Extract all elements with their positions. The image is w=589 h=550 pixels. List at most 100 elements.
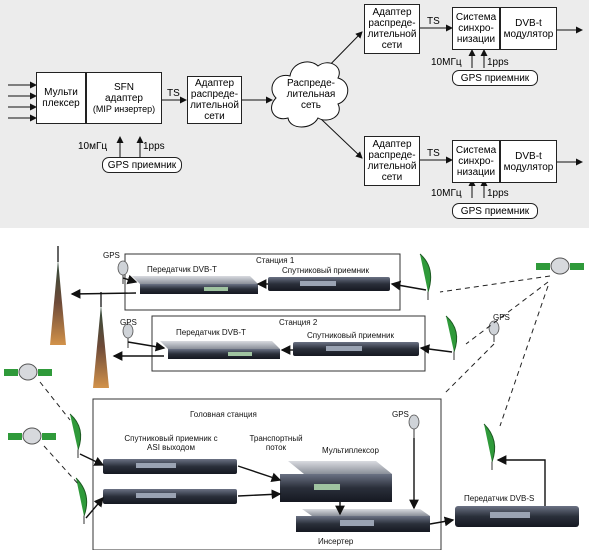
adapter-main-line4: сети <box>204 111 225 122</box>
sfn-label-line2: адаптер <box>105 92 143 104</box>
ts-label-top: TS <box>427 16 440 27</box>
adapter-main-line1: Адаптер <box>194 78 235 89</box>
sync-top-line3: низации <box>456 34 496 45</box>
arrow-gps-to-st1 <box>122 274 138 285</box>
ref-10mhz-main: 10мГц <box>78 141 108 152</box>
headend-gps-label: GPS <box>392 410 409 419</box>
sat-link-left-top <box>39 381 71 421</box>
network-cloud-label: Распреде- лительная сеть <box>284 78 338 111</box>
headend-asi-rx-label: Спутниковый приемник с ASI выходом <box>112 434 230 452</box>
adapter-bottom-line1: Адаптер <box>372 139 412 150</box>
transport-line1: Транспортный <box>249 434 303 443</box>
sync-top-line1: Система <box>455 12 497 23</box>
arrow-dish-to-st2 <box>419 344 453 354</box>
sfn-label-line3: (MIP инзертер) <box>92 103 156 114</box>
headend-sat-receiver-asi-device <box>103 459 237 474</box>
sat-link-station2 <box>465 281 549 345</box>
sat-link-station1 <box>439 275 551 293</box>
dish-headend-top-icon <box>69 413 82 458</box>
dish-station2-icon <box>445 315 458 360</box>
dvbs-transmitter-device <box>455 506 579 527</box>
sfn-label-line1: SFN <box>113 81 134 93</box>
ref-10mhz-top: 10МГц <box>431 57 462 68</box>
gps-antenna-right-icon <box>488 320 500 342</box>
sat-link-left-bottom <box>43 445 81 487</box>
headend-sat-receiver-device <box>103 489 237 504</box>
gps-label-right: GPS <box>493 313 510 322</box>
multiplexer-device <box>280 461 392 502</box>
inserter-device <box>296 509 430 532</box>
station2-sat-receiver-label: Спутниковый приемник <box>307 331 394 340</box>
tower-left-icon <box>50 246 66 345</box>
pps-bottom: 1pps <box>487 188 509 199</box>
station2-sat-receiver-device <box>293 342 419 356</box>
satellite-right-icon <box>536 257 584 275</box>
headend-gps-antenna-icon <box>408 414 420 438</box>
station2-gps-antenna-icon <box>122 323 134 348</box>
adapter-top-line2: распреде- <box>368 18 416 29</box>
gps-receiver-top: GPS приемник <box>452 70 538 86</box>
modulator-bottom-line1: DVB-t <box>515 150 542 162</box>
sync-top-line2: синхро- <box>458 23 494 34</box>
gps-receiver-main: GPS приемник <box>102 157 182 173</box>
sync-bottom-line2: синхро- <box>458 156 494 167</box>
station1-gps-antenna-icon <box>117 260 129 284</box>
tower-middle-icon <box>93 292 109 388</box>
asi-rx-line2: ASI выходом <box>147 443 195 452</box>
adapter-top-line1: Адаптер <box>372 7 412 18</box>
gps-label-station1: GPS <box>103 251 120 260</box>
arrow-dish-to-rx <box>85 496 104 519</box>
gps-link-headend <box>443 343 495 395</box>
gps-receiver-bottom: GPS приемник <box>452 203 538 219</box>
adapter-bottom-line4: сети <box>381 172 403 183</box>
sync-bottom-line3: низации <box>456 167 496 178</box>
satellite-left-top-icon <box>4 363 52 381</box>
headend-title: Головная станция <box>190 410 257 419</box>
mux-label-line2: плексер <box>42 98 80 109</box>
dish-headend-bottom-icon <box>75 477 88 524</box>
headend-frame <box>92 398 442 550</box>
inserter-label: Инсертер <box>318 537 354 546</box>
modulator-top-line2: модулятор <box>503 28 554 40</box>
adapter-top-line4: сети <box>381 40 403 51</box>
modulator-bottom-line2: модулятор <box>503 161 554 173</box>
adapter-main-line2: распреде- <box>190 89 239 100</box>
adapter-bottom-line3: лительной <box>367 161 417 172</box>
dish-uplink-icon <box>483 423 496 470</box>
distribution-network-cloud <box>271 61 349 128</box>
arrow-rx-to-mux <box>237 489 282 500</box>
arrow-st1-to-tower <box>70 288 137 299</box>
asi-rx-line1: Спутниковый приемник с <box>124 434 218 443</box>
station1-title: Станция 1 <box>256 256 295 265</box>
mux-label-line1: Мульти <box>44 87 78 98</box>
station2-transmitter-device <box>160 341 280 359</box>
arrow-gps-to-st2 <box>127 341 166 352</box>
gps-label-station2: GPS <box>120 318 137 327</box>
arrow-dish-to-st1 <box>390 280 427 291</box>
pps-top: 1pps <box>487 57 509 68</box>
ts-label-bottom: TS <box>427 148 440 159</box>
ref-10mhz-bottom: 10МГц <box>431 188 462 199</box>
transport-line2: поток <box>265 443 287 452</box>
station2-frame <box>151 315 426 372</box>
adapter-main-line3: лительной <box>190 100 239 111</box>
network-line1: Распреде- <box>287 78 335 89</box>
station1-sat-receiver-device <box>268 277 390 291</box>
network-line3: сеть <box>300 100 322 111</box>
pps-main: 1pps <box>143 141 165 152</box>
ts-label-main: TS <box>167 88 180 99</box>
arrow-dish-to-asi-rx <box>79 453 105 466</box>
network-line2: лительная <box>286 89 336 100</box>
transport-stream-label: Транспортный поток <box>241 434 311 452</box>
station2-transmitter-label: Передатчик DVB-T <box>176 328 246 337</box>
station1-transmitter-device <box>132 276 258 294</box>
